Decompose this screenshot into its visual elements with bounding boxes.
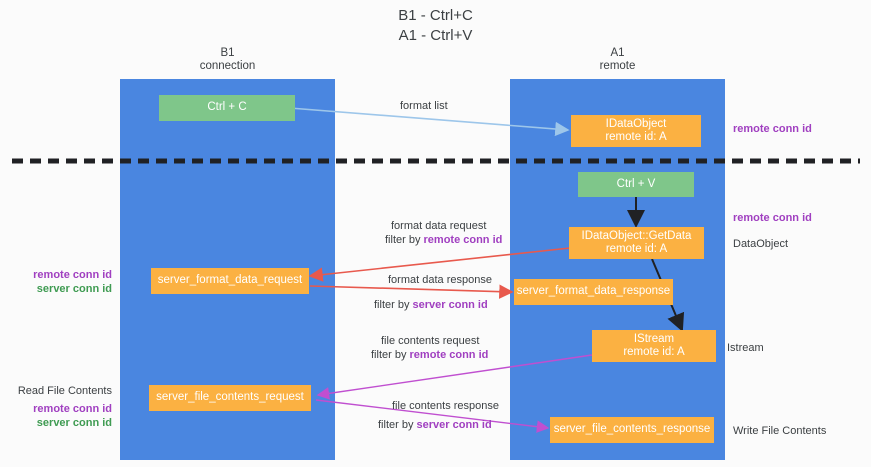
box-ctrl-v[interactable]: Ctrl + V <box>578 172 694 197</box>
box-istream[interactable]: IStream remote id: A <box>592 330 716 362</box>
box-idataobject-getdata-label: IDataObject::GetData <box>581 229 692 242</box>
column-b1-name: B1 <box>220 47 235 59</box>
label-format-list: format list <box>400 100 448 112</box>
column-header-a1: A1 remote <box>540 47 695 73</box>
page-title: B1 - Ctrl+C A1 - Ctrl+V <box>0 6 871 46</box>
box-server-file-contents-response-label: server_file_contents_response <box>553 423 711 436</box>
label-filter-by-server-conn-id-1: filter by server conn id <box>374 298 488 312</box>
remote-conn-id-text-1: remote conn id <box>423 234 503 246</box>
title-line-2: A1 - Ctrl+V <box>398 27 473 44</box>
filter-by-text-1: filter by <box>385 234 424 246</box>
annotation-remote-conn-id-left-1: remote conn id <box>33 269 112 281</box>
box-server-file-contents-request-label: server_file_contents_request <box>156 391 304 404</box>
box-istream-sub: remote id: A <box>623 346 685 358</box>
box-idataobject-label: IDataObject <box>605 117 667 130</box>
column-a1-name: A1 <box>610 47 625 59</box>
annotation-server-conn-id-left-2: server conn id <box>36 417 112 429</box>
label-format-data-response: format data response <box>388 274 492 286</box>
label-format-data-request: format data request <box>391 220 487 232</box>
box-ctrl-c-label: Ctrl + C <box>207 101 247 114</box>
label-file-contents-response: file contents response <box>392 400 500 412</box>
box-server-file-contents-response[interactable]: server_file_contents_response <box>550 417 714 443</box>
annotation-read-file-contents: Read File Contents <box>17 385 112 397</box>
server-conn-id-text-1: server conn id <box>412 299 488 311</box>
box-idataobject-getdata-sub: remote id: A <box>605 243 668 255</box>
server-conn-id-text-2: server conn id <box>416 419 492 431</box>
remote-conn-id-text-2: remote conn id <box>409 349 489 361</box>
annotation-write-file-contents: Write File Contents <box>733 425 827 437</box>
annotation-data-object: DataObject <box>733 238 789 250</box>
filter-by-text-3: filter by <box>371 349 410 361</box>
filter-by-text-2: filter by <box>374 299 413 311</box>
annotation-remote-conn-id-top: remote conn id <box>733 123 812 135</box>
box-server-file-contents-request[interactable]: server_file_contents_request <box>149 385 311 411</box>
box-istream-label: IStream <box>633 332 675 345</box>
box-idataobject-getdata[interactable]: IDataObject::GetData remote id: A <box>569 227 704 259</box>
column-header-b1: B1 connection <box>150 47 305 73</box>
annotation-istream: Istream <box>727 342 764 354</box>
annotation-remote-conn-id-mid: remote conn id <box>733 212 812 224</box>
filter-by-text-4: filter by <box>378 419 417 431</box>
box-idataobject[interactable]: IDataObject remote id: A <box>571 115 701 147</box>
box-server-format-data-request[interactable]: server_format_data_request <box>151 268 309 294</box>
label-filter-by-server-conn-id-2: filter by server conn id <box>378 418 492 432</box>
box-idataobject-sub: remote id: A <box>605 131 667 143</box>
label-filter-by-remote-conn-id-1: filter by remote conn id <box>385 233 502 247</box>
column-b1-sub: connection <box>199 60 256 72</box>
box-server-format-data-response-label: server_format_data_response <box>516 285 671 298</box>
box-ctrl-c[interactable]: Ctrl + C <box>159 95 295 121</box>
annotation-server-conn-id-left-1: server conn id <box>36 283 112 295</box>
title-line-1: B1 - Ctrl+C <box>398 7 473 24</box>
column-a1-sub: remote <box>599 60 636 72</box>
box-ctrl-v-label: Ctrl + V <box>616 177 656 190</box>
label-filter-by-remote-conn-id-2: filter by remote conn id <box>371 348 488 362</box>
annotation-remote-conn-id-left-2: remote conn id <box>33 403 112 415</box>
box-server-format-data-response[interactable]: server_format_data_response <box>514 279 673 305</box>
label-file-contents-request: file contents request <box>381 335 480 347</box>
box-server-format-data-request-label: server_format_data_request <box>157 274 303 287</box>
